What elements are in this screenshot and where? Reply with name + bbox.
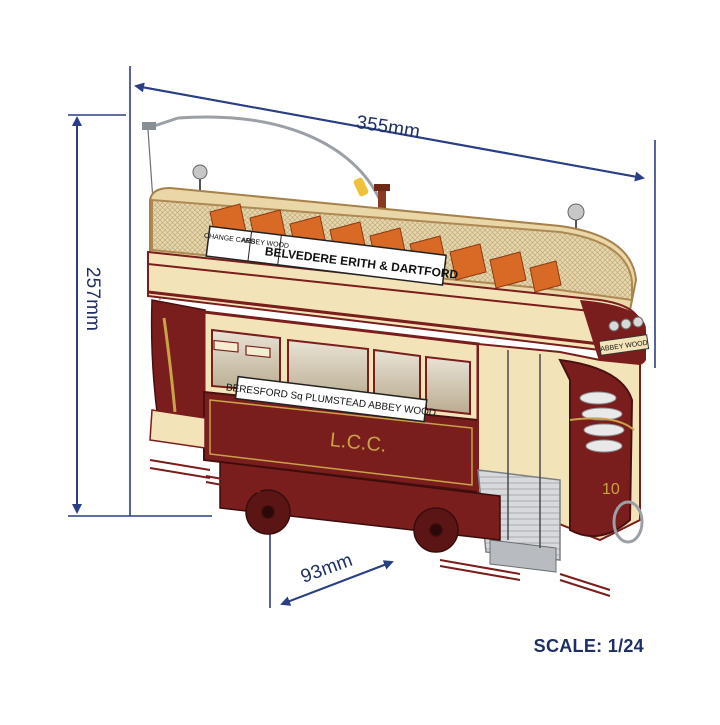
lifeguard-tray xyxy=(149,459,611,597)
tram-truck xyxy=(219,461,501,553)
height-label: 257mm xyxy=(82,266,104,332)
fleet-number: 10 xyxy=(602,481,620,498)
lower-deck: L.C.C. 10 xyxy=(149,299,641,542)
scale-label: SCALE: 1/24 xyxy=(533,636,644,656)
front-bumper xyxy=(612,500,644,544)
spiral-staircase xyxy=(579,391,625,453)
deck-stanchions xyxy=(507,350,541,548)
end-route-board: ABBEY WOOD xyxy=(598,334,650,356)
upper-deck-seats xyxy=(209,203,562,293)
